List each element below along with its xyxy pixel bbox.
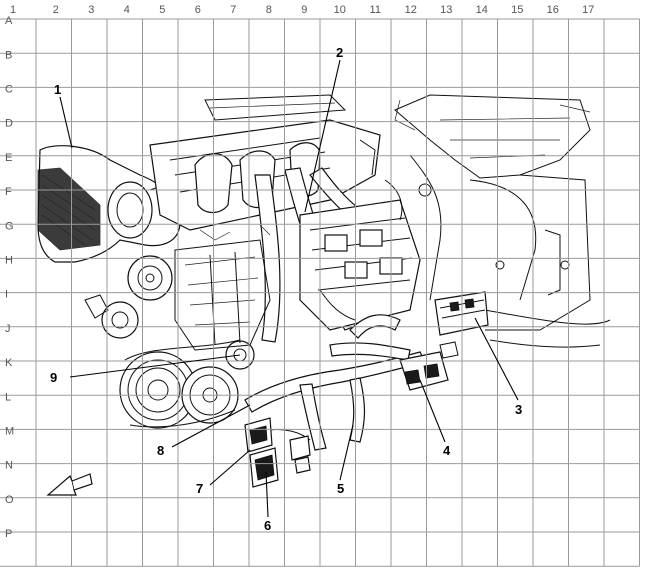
grid-row-label: I [5,289,8,301]
front-cover [174,239,271,351]
grid-row-label: E [5,152,12,164]
leader-6 [265,471,269,518]
engine-line-art [37,94,611,488]
grid-row-label: L [5,391,11,403]
grid-row-label: G [5,220,14,232]
grid-column-label: 5 [159,4,165,16]
grid-row-label: O [5,494,14,506]
callout-8: 8 [157,443,164,458]
grid-column-label: 17 [582,4,594,16]
grid-column-label: 8 [266,4,272,16]
grid-column-label: 13 [440,4,452,16]
callout-6: 6 [264,518,271,533]
grid-row-label: F [5,186,12,198]
grid-column-label: 9 [301,4,307,16]
grid-row-label: K [5,357,13,369]
callout-4: 4 [443,443,451,458]
grid-column-label: 11 [370,4,381,16]
grid-row-label: P [5,528,12,540]
grid-column-label: 6 [195,4,201,16]
grid-column-label: 16 [547,4,559,16]
grid-column-label: 2 [53,4,59,16]
grid-column-label: 4 [124,4,130,16]
leader-3 [474,317,519,401]
grid-row-label: B [5,49,12,61]
grid-column-label: 7 [230,4,236,16]
leader-5 [339,424,354,481]
front-arrow-icon [46,473,93,496]
leader-9 [69,354,241,378]
leader-7 [209,449,251,486]
grid-column-label: 3 [88,4,94,16]
callout-2: 2 [336,45,343,60]
grid-row-label: C [5,84,13,96]
callout-3: 3 [515,402,522,417]
grid-row-label: D [5,118,13,130]
body-panel [394,94,611,348]
callout-labels: 1 2 3 4 5 6 7 8 9 [50,45,522,533]
grid-row-label: H [5,255,13,267]
reference-grid [0,18,640,567]
leader-2 [304,59,341,213]
callout-1: 1 [54,82,61,97]
callout-9: 9 [50,370,57,385]
grid-column-label: 1 [10,4,16,16]
grid-column-label: 12 [405,4,417,16]
grid-row-label: M [5,426,14,438]
grid-column-label: 14 [476,4,488,16]
grid-row-label: A [5,15,13,27]
grid-column-label: 15 [511,4,523,16]
leader-1 [59,96,73,149]
lower-connectors [244,417,311,488]
misc-details [84,139,403,321]
grid-row-label: N [5,460,13,472]
leader-4 [419,379,446,443]
grid-row-label: J [5,323,11,335]
callout-7: 7 [196,481,203,496]
grid-column-label: 10 [334,4,346,16]
engine-block [299,199,421,331]
leader-8 [171,404,251,448]
leader-lines [59,59,519,518]
callout-5: 5 [337,481,344,496]
